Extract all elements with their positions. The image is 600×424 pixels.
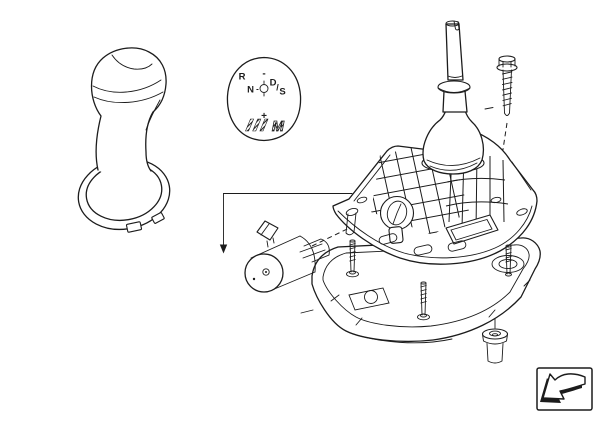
leader-line-detent-pin [219, 193, 353, 314]
knob-body-fill [91, 47, 167, 177]
detent-pin-solenoid [244, 220, 330, 293]
m-logo-letter: M [272, 119, 285, 135]
knob-seam-right [145, 99, 161, 131]
gasket-cutout-hole [364, 290, 378, 304]
screw-threads [502, 71, 513, 107]
housing-left-wall-inner [353, 154, 391, 202]
m-logo-stripe-2 [252, 118, 262, 132]
pin-connector-block [256, 220, 279, 241]
emblem-shift-minus: - [262, 69, 265, 80]
shift-knob [77, 47, 171, 233]
shifter-assembly [332, 20, 538, 265]
mounting-stud-middle [420, 281, 427, 318]
screw-hex-head [498, 58, 516, 68]
leader-arrowhead [219, 244, 228, 254]
arrow-glyph [542, 373, 586, 400]
back-arrow-icon[interactable] [536, 367, 593, 411]
shaft-upper [445, 23, 464, 81]
base-bracket [345, 207, 359, 236]
screw-flange [496, 63, 518, 72]
screw-head-top [498, 55, 516, 63]
emblem-gate-slash: / [276, 83, 279, 93]
emblem-gate-dash: - [256, 85, 259, 94]
base-slot-2 [413, 244, 433, 256]
emblem-outline [226, 56, 302, 142]
shaft-top-cap [445, 20, 460, 27]
emblem-letter-r: R [239, 72, 246, 83]
emblem-dial [259, 84, 269, 93]
emblem-letter-n: N [247, 85, 254, 96]
shaft-flange-ring [437, 80, 471, 94]
gasket-inner-rim [322, 244, 530, 328]
shifter-boot [422, 107, 485, 175]
pin-front-face [244, 253, 284, 293]
shaft-lower [442, 90, 468, 113]
base-top-crease [337, 205, 533, 259]
shift-lever-shaft [437, 20, 471, 113]
base-hole-far-right [516, 208, 528, 216]
boot-ripple-2 [429, 162, 478, 171]
m-logo: M [245, 118, 285, 135]
housing-right-wall-inner [511, 161, 532, 191]
knob-outline [90, 47, 167, 172]
screw-tip [504, 112, 510, 116]
base-slot-3 [447, 240, 467, 252]
housing-rib-grid [371, 140, 469, 235]
collar-tab-2 [151, 212, 165, 224]
gear-pattern-emblem: R N - D / S - + M [226, 56, 302, 142]
mounting-stud-left [349, 239, 356, 275]
emblem-shift-plus: + [261, 111, 267, 122]
m-logo-stripe-1 [245, 118, 255, 132]
collar-tab-1 [125, 221, 143, 233]
base-hole-left [356, 196, 368, 204]
base-hole-right [490, 196, 502, 204]
gasket-boss-inner [498, 258, 518, 270]
emblem-letter-s: S [279, 87, 285, 98]
gasket-boss-outer [491, 255, 525, 273]
nut-body [486, 343, 504, 364]
gasket-thickness-line [349, 332, 453, 344]
base-slot-1 [378, 233, 398, 245]
pin-rear-cap [299, 235, 316, 273]
housing-pocket [445, 214, 499, 245]
shaft-top-notch [453, 20, 460, 31]
knob-seam-upper [92, 79, 162, 93]
bearing-bore [386, 200, 408, 226]
mounting-stud-right [505, 244, 512, 277]
mounting-screw [496, 55, 518, 116]
pin-body-bottom [271, 271, 316, 291]
screw-pointer-dash [484, 107, 494, 110]
grommet-nut [481, 328, 509, 364]
knob-seam-lower [93, 91, 164, 104]
m-logo-stripe-3 [259, 118, 269, 132]
knob-seam-top [111, 54, 153, 70]
boot-ripple-1 [426, 157, 481, 166]
emblem-letter-d: D [270, 78, 277, 89]
housing-right-ribs [445, 151, 509, 232]
screw-shank [502, 69, 512, 114]
